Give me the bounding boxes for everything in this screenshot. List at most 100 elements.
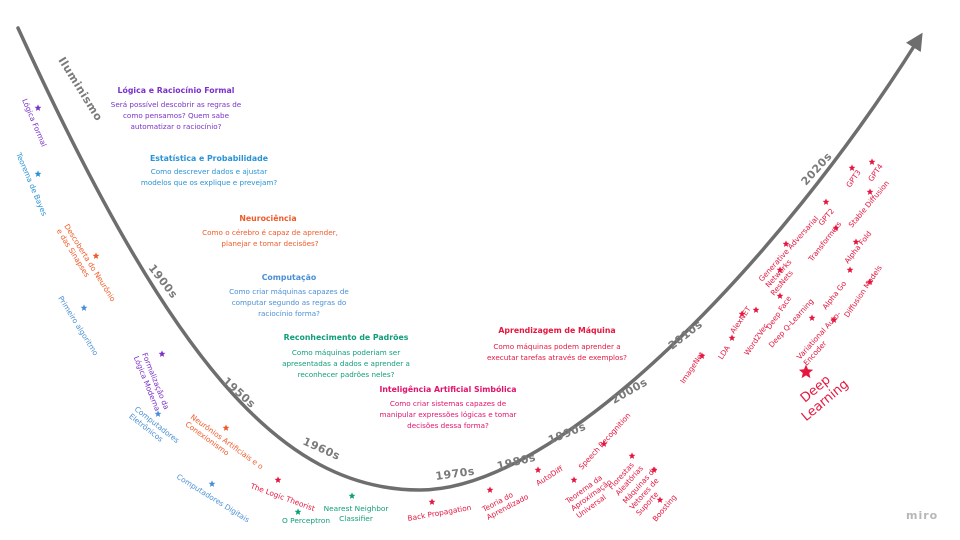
event-label: Alpha Fold — [842, 229, 873, 265]
event-label-line: Classifier — [339, 514, 374, 523]
event-gpt4: GPT4 — [866, 158, 885, 183]
event-label: Variational Auto-Encoder — [795, 309, 850, 367]
theme-simbolica-line: Como criar sistemas capazes de — [390, 399, 507, 408]
event-label-line: Alpha Fold — [842, 229, 873, 265]
event-label-line: Primeiro algoritmo — [56, 294, 100, 357]
era-iluminismo: Iluminismo — [55, 55, 105, 124]
event-teoria-aprendizado: Teoria doAprendizado — [480, 484, 531, 522]
event-label-line: The Logic Theorist — [248, 481, 316, 513]
theme-computacao-line: raciocínio forma? — [258, 309, 320, 318]
theme-computacao-line: computar segundo as regras do — [232, 298, 347, 307]
star-icon — [782, 240, 790, 247]
event-label: ImageNet — [678, 350, 706, 385]
event-label: DeepLearning — [789, 365, 852, 424]
theme-padroes-title: Reconhecimento de Padrões — [284, 333, 409, 342]
star-icon — [534, 466, 542, 473]
theme-maquina: Aprendizagem de Máquina Como máquinas po… — [487, 326, 627, 362]
star-icon — [158, 350, 166, 357]
star-icon — [698, 352, 706, 359]
event-label: LDA — [716, 344, 732, 361]
theme-neurociencia-line: Como o cérebro é capaz de aprender, — [202, 228, 338, 237]
theme-simbolica-line: decisões dessa forma? — [407, 421, 489, 430]
star-icon — [34, 104, 42, 111]
star-icon — [776, 292, 784, 299]
era-1950s: 1950s — [220, 375, 258, 411]
theme-maquina-line: executar tarefas através de exemplos? — [487, 353, 627, 362]
event-label-line: Lógica Formal — [20, 97, 48, 148]
era-1970s: 1970s — [435, 465, 476, 483]
star-icon — [832, 224, 840, 231]
theme-simbolica-title: Inteligência Artificial Simbólica — [379, 385, 516, 394]
star-icon — [600, 440, 608, 447]
event-label-line: Back Propagation — [407, 503, 473, 523]
event-label: Alpha Go — [820, 279, 848, 311]
star-icon — [208, 480, 216, 487]
theme-logica: Lógica e Raciocínio Formal Será possível… — [111, 86, 242, 131]
theme-neurociencia: Neurociência Como o cérebro é capaz de a… — [202, 214, 338, 248]
theme-logica-title: Lógica e Raciocínio Formal — [118, 86, 235, 95]
theme-padroes: Reconhecimento de Padrões Como máquinas … — [282, 333, 410, 379]
star-icon — [80, 304, 88, 311]
event-label-line: Computadores Digitais — [175, 472, 251, 524]
event-label: The Logic Theorist — [248, 481, 316, 513]
star-icon — [348, 492, 356, 499]
star-icon — [222, 424, 230, 431]
event-alexnet: AlexNET — [728, 304, 753, 335]
theme-padroes-line: Como máquinas poderiam ser — [292, 348, 400, 357]
star-icon — [154, 410, 162, 417]
event-label-line: Alpha Go — [820, 279, 848, 311]
event-autodiff: AutoDiff — [534, 464, 565, 488]
theme-padroes-line: reconhecer padrões neles? — [298, 370, 395, 379]
star-icon — [830, 316, 838, 323]
star-icon — [570, 476, 578, 483]
star-icon — [92, 252, 100, 259]
event-redes-neurais: Neurônios Artificiais e oConexionismo — [184, 412, 266, 471]
theme-computacao-title: Computação — [262, 273, 317, 282]
event-label: GPT3 — [844, 168, 863, 189]
star-icon — [274, 476, 282, 483]
event-perceptron: O Perceptron — [282, 508, 330, 525]
theme-computacao-line: Como criar máquinas capazes de — [229, 287, 349, 296]
event-label: Teorema daAproximaçãoUniversal — [563, 470, 619, 521]
theme-logica-line: Será possível descobrir as regras de — [111, 100, 242, 109]
theme-neurociencia-line: planejar e tomar decisões? — [221, 239, 318, 248]
theme-neurociencia-title: Neurociência — [239, 214, 296, 223]
event-vae: Variational Auto-Encoder — [795, 309, 850, 367]
star-icon — [866, 188, 874, 195]
theme-estatistica: Estatística e Probabilidade Como descrev… — [141, 154, 278, 187]
era-2010s: 2010s — [666, 318, 705, 353]
star-icon — [656, 496, 664, 503]
event-label: Lógica Formal — [20, 97, 48, 148]
event-label: Teoria doAprendizado — [480, 484, 531, 522]
event-label: AutoDiff — [534, 464, 565, 488]
event-logica-formal: Lógica Formal — [20, 97, 48, 148]
theme-estatistica-title: Estatística e Probabilidade — [150, 154, 268, 163]
star-icon — [866, 278, 874, 285]
star-icon — [776, 266, 784, 273]
event-imagenet: ImageNet — [678, 350, 706, 385]
star-icon — [34, 170, 42, 177]
event-label: O Perceptron — [282, 516, 330, 525]
event-label: Computadores Digitais — [175, 472, 251, 524]
event-label-line: ImageNet — [678, 350, 706, 385]
event-logic-theorist: The Logic Theorist — [248, 476, 316, 513]
star-icon — [852, 238, 860, 245]
era-2000s: 2000s — [609, 376, 650, 407]
event-back-propagation: Back Propagation — [407, 498, 473, 523]
star-icon — [294, 508, 302, 515]
era-1990s: 1990s — [546, 420, 588, 447]
miro-logo: miro — [906, 509, 938, 522]
star-icon — [752, 306, 760, 313]
event-label-line: Neurônios Artificiais e o — [189, 412, 266, 471]
star-icon — [628, 452, 636, 459]
theme-simbolica-line: manipular expressões lógicas e tomar — [379, 410, 516, 419]
event-label-line: GPT3 — [844, 168, 863, 189]
event-label: Back Propagation — [407, 503, 473, 523]
theme-computacao: Computação Como criar máquinas capazes d… — [229, 273, 349, 318]
theme-maquina-line: Como máquinas podem aprender a — [493, 342, 620, 351]
star-icon — [486, 486, 494, 493]
event-label: AlexNET — [728, 304, 753, 335]
